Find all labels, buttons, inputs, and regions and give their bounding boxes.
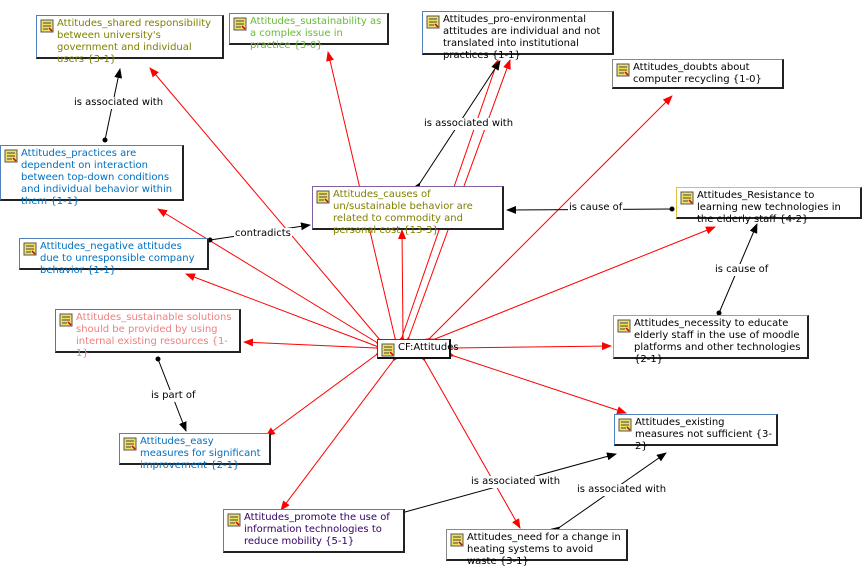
link-line	[265, 346, 386, 437]
node-label: Attitudes_practices are dependent on int…	[21, 148, 173, 207]
node-label: Attitudes_sustainable solutions should b…	[76, 312, 232, 359]
relation-label: is associated with	[423, 118, 515, 130]
code-family-icon	[381, 343, 395, 357]
node-label: Attitudes_necessity to educate elderly s…	[634, 318, 801, 365]
node-existing-measures[interactable]: Attitudes_existing measures not sufficie…	[614, 414, 778, 452]
code-document-icon	[227, 513, 241, 527]
node-necessity-educate[interactable]: Attitudes_necessity to educate elderly s…	[613, 315, 809, 365]
node-shared-responsibility[interactable]: Attitudes_shared responsibility between …	[36, 15, 224, 65]
node-promote-technologies[interactable]: Attitudes_promote the use of information…	[223, 509, 405, 553]
node-label: Attitudes_negative attitudes due to unre…	[40, 241, 195, 276]
code-document-icon	[23, 242, 37, 256]
node-sustainability-complex[interactable]: Attitudes_sustainability as a complex is…	[229, 13, 389, 51]
center-node-cf-attitudes[interactable]: CF:Attitudes	[377, 339, 459, 359]
link-line	[243, 338, 386, 353]
link-line	[185, 273, 386, 353]
relation-dot	[102, 137, 108, 143]
relation-dot	[716, 310, 722, 316]
relation-label: is associated with	[470, 476, 562, 488]
code-document-icon	[316, 190, 330, 204]
code-document-icon	[40, 19, 54, 33]
link-line	[398, 229, 408, 347]
node-label: Attitudes_need for a change in heating s…	[467, 532, 621, 567]
node-resistance-learning[interactable]: Attitudes_Resistance to learning new tec…	[676, 187, 862, 225]
node-sustainable-solutions[interactable]: Attitudes_sustainable solutions should b…	[55, 309, 241, 359]
code-document-icon	[618, 418, 632, 432]
node-easy-measures[interactable]: Attitudes_easy measures for significant …	[119, 433, 271, 471]
code-document-icon	[233, 17, 247, 31]
link-lines	[149, 51, 716, 529]
node-doubts-recycling[interactable]: Attitudes_doubts about computer recyclin…	[612, 59, 784, 89]
code-document-icon	[426, 15, 440, 29]
relation-label: is part of	[150, 390, 197, 402]
code-document-icon	[59, 313, 73, 327]
link-line	[442, 342, 612, 353]
node-negative-attitudes[interactable]: Attitudes_negative attitudes due to unre…	[19, 238, 209, 276]
relation-label: contradicts	[234, 228, 292, 240]
node-label: Attitudes_sustainability as a complex is…	[250, 16, 382, 51]
node-label: Attitudes_easy measures for significant …	[140, 436, 261, 471]
code-document-icon	[680, 191, 694, 205]
code-document-icon	[616, 63, 630, 77]
node-practices-dependent[interactable]: Attitudes_practices are dependent on int…	[0, 145, 184, 207]
node-pro-environmental[interactable]: Attitudes_pro-environmental attitudes ar…	[422, 11, 614, 61]
relation-label: is cause of	[568, 202, 624, 214]
relation-label: is associated with	[576, 484, 668, 496]
relation-dot	[155, 356, 161, 362]
code-document-icon	[123, 437, 137, 451]
node-label: Attitudes_Resistance to learning new tec…	[697, 190, 841, 225]
node-label: Attitudes_promote the use of information…	[244, 512, 390, 547]
relation-label: is associated with	[73, 97, 165, 109]
center-node-label: CF:Attitudes	[398, 342, 459, 353]
link-line	[444, 349, 627, 414]
node-causes-behavior[interactable]: Attitudes_causes of un/sustainable behav…	[312, 186, 504, 236]
node-label: Attitudes_shared responsibility between …	[57, 18, 212, 65]
node-label: Attitudes_causes of un/sustainable behav…	[333, 189, 473, 236]
node-label: Attitudes_doubts about computer recyclin…	[633, 62, 762, 85]
code-document-icon	[617, 319, 631, 333]
link-line	[425, 226, 716, 347]
link-line	[280, 351, 402, 511]
relation-label: is cause of	[714, 264, 770, 276]
relation-dot	[669, 206, 675, 212]
node-label: Attitudes_existing measures not sufficie…	[635, 417, 772, 452]
code-document-icon	[4, 149, 18, 163]
code-document-icon	[450, 533, 464, 547]
node-label: Attitudes_pro-environmental attitudes ar…	[443, 14, 601, 61]
node-heating-systems[interactable]: Attitudes_need for a change in heating s…	[446, 529, 628, 567]
